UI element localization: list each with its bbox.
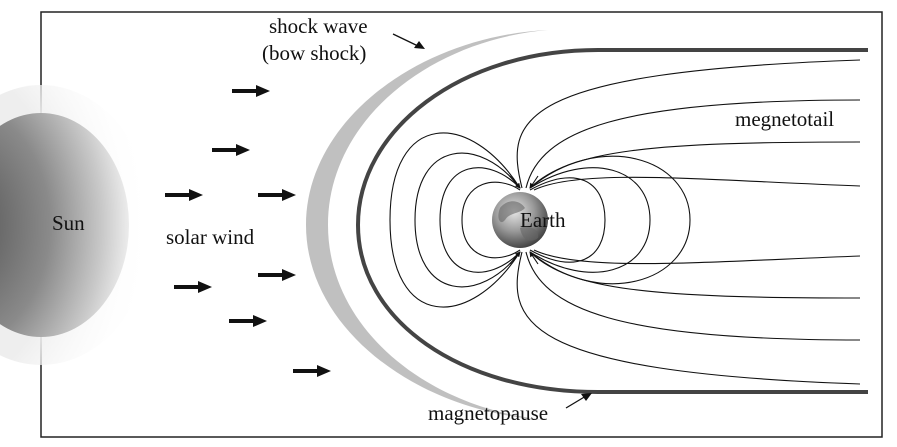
field-line	[439, 167, 521, 273]
field-line	[389, 132, 521, 308]
field-line	[533, 176, 861, 191]
solar-wind-arrow	[174, 281, 212, 293]
shock-wave-pointer	[392, 33, 425, 49]
field-line	[533, 249, 861, 265]
magnetopause-pointer	[565, 393, 592, 409]
field-line	[529, 177, 606, 263]
magnetopause-boundary	[355, 48, 868, 394]
solar-wind-arrows	[165, 85, 331, 377]
solar-wind-arrow	[258, 189, 296, 201]
field-line	[529, 155, 691, 285]
shock-wave-label: shock wave	[269, 14, 368, 38]
solar-wind-label: solar wind	[166, 225, 255, 249]
solar-wind-arrow	[293, 365, 331, 377]
field-line	[461, 181, 521, 259]
field-line	[525, 251, 861, 341]
field-line	[516, 251, 861, 385]
solar-wind-arrow	[229, 315, 267, 327]
earth-continents	[498, 201, 539, 241]
field-line	[414, 152, 521, 288]
solar-wind-arrow	[258, 269, 296, 281]
field-line	[529, 167, 651, 273]
solar-wind-arrow	[212, 144, 250, 156]
field-line	[525, 99, 861, 189]
magnetic-field-lines	[389, 59, 861, 385]
solar-wind-arrow	[165, 189, 203, 201]
field-line	[516, 59, 861, 189]
magnetopause-label: magnetopause	[428, 401, 548, 425]
magnetotail-label: megnetotail	[735, 107, 834, 131]
solar-wind-arrow	[232, 85, 270, 97]
bow-shock-label: (bow shock)	[262, 41, 366, 65]
earth-label: Earth	[520, 208, 566, 232]
sun-label: Sun	[52, 211, 85, 235]
sun	[0, 85, 153, 365]
